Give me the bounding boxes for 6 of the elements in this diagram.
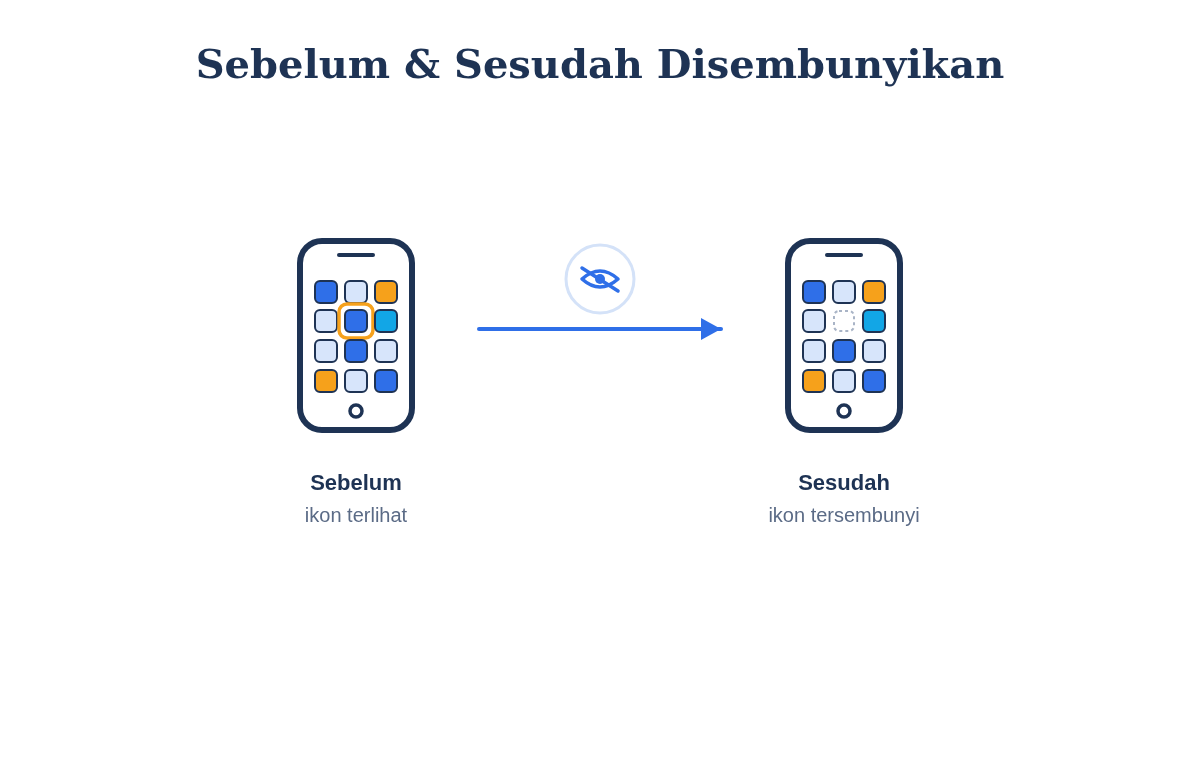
phone-caption-text: ikon tersembunyi bbox=[768, 503, 920, 528]
diagram-title: Sebelum & Sesudah Disembunyikan bbox=[195, 39, 1005, 89]
phone-caption-text: ikon terlihat bbox=[304, 503, 408, 528]
phone-caption-title: Sebelum bbox=[310, 469, 402, 497]
arrow bbox=[477, 318, 723, 340]
phone-caption-title: Sesudah bbox=[798, 469, 890, 497]
